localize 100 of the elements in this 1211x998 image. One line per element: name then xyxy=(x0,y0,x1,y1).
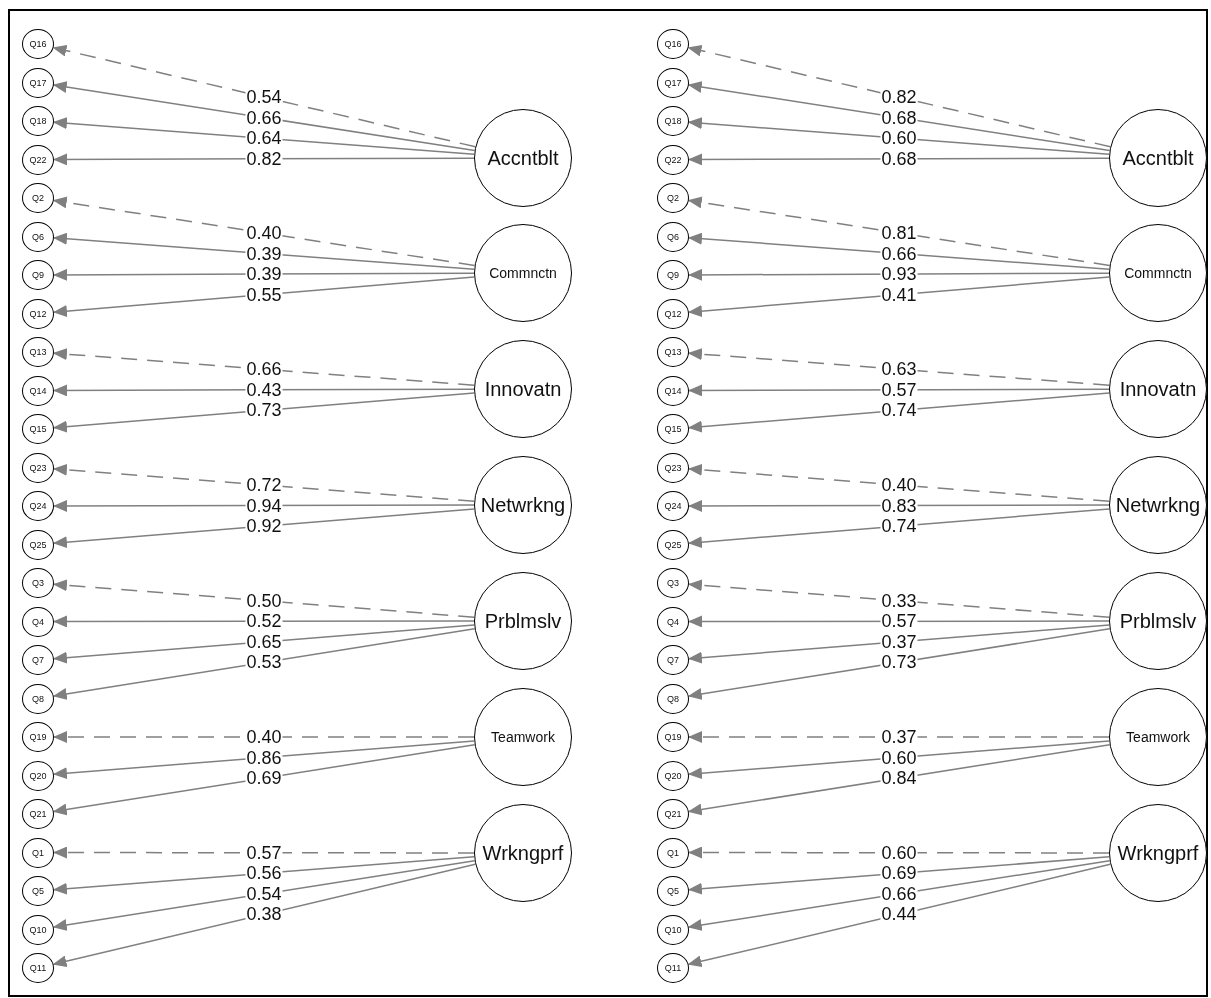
arrow xyxy=(52,392,475,433)
item-circle xyxy=(657,914,689,945)
arrow xyxy=(53,499,475,512)
edge-label: 0.94 xyxy=(245,497,283,515)
edge-label: 0.60 xyxy=(880,844,918,862)
arrow xyxy=(688,153,1110,166)
dashed-arrow xyxy=(687,579,1110,618)
dashed-arrow xyxy=(52,44,477,148)
edge-label: 0.40 xyxy=(245,224,283,242)
dashed-arrow xyxy=(52,348,475,386)
dashed-arrow xyxy=(687,463,1110,502)
item-circle xyxy=(657,144,689,175)
arrow xyxy=(687,392,1110,433)
arrow xyxy=(53,615,475,628)
arrow xyxy=(52,508,475,549)
item-circle xyxy=(657,529,689,560)
item-circle xyxy=(22,337,54,367)
item-circle xyxy=(657,876,689,906)
edge-label: 0.74 xyxy=(880,517,918,535)
item-label: Q18 xyxy=(29,116,47,126)
item-circle xyxy=(22,645,54,675)
arrow xyxy=(687,232,1110,271)
arrow xyxy=(688,615,1110,628)
edge-label: 0.69 xyxy=(880,864,918,882)
dashed-arrow xyxy=(687,196,1111,267)
item-label: Q14 xyxy=(29,385,47,396)
item-circle xyxy=(22,260,54,290)
item-circle xyxy=(657,106,689,136)
arrow xyxy=(52,624,475,664)
item-label: Q24 xyxy=(29,501,47,511)
item-label: Q17 xyxy=(664,77,682,88)
item-label: Q10 xyxy=(29,924,47,935)
dashed-arrow xyxy=(687,44,1112,148)
item-circle xyxy=(657,67,689,98)
item-label: Q16 xyxy=(29,39,47,49)
item-label: Q7 xyxy=(32,655,44,665)
edge-label: 0.54 xyxy=(245,885,283,903)
item-circle xyxy=(22,375,54,406)
edge-label: 0.37 xyxy=(880,633,918,651)
edge-label: 0.55 xyxy=(245,286,283,304)
arrow xyxy=(53,384,475,397)
item-label: Q18 xyxy=(664,116,682,126)
item-label: Q8 xyxy=(32,693,44,704)
item-circle xyxy=(22,606,54,637)
factor-label: Teamwork xyxy=(1126,729,1190,745)
item-label: Q25 xyxy=(664,539,682,550)
item-circle xyxy=(22,683,54,714)
item-circle xyxy=(657,452,689,483)
item-circle xyxy=(657,298,689,329)
arrow xyxy=(687,859,1111,931)
edge-label: 0.66 xyxy=(880,885,918,903)
item-circle xyxy=(657,568,689,598)
arrow xyxy=(687,117,1110,155)
edge-label: 0.43 xyxy=(245,381,283,399)
edge-label: 0.56 xyxy=(245,864,283,882)
item-circle xyxy=(22,221,54,252)
item-circle xyxy=(22,914,54,945)
arrow xyxy=(53,268,475,281)
arrow xyxy=(687,863,1112,968)
item-label: Q2 xyxy=(667,193,679,203)
factor-label: Teamwork xyxy=(491,729,555,745)
item-circle xyxy=(22,837,54,868)
dashed-arrow xyxy=(688,846,1110,859)
item-circle xyxy=(22,29,54,59)
edge-label: 0.37 xyxy=(880,728,918,746)
item-label: Q14 xyxy=(664,385,682,396)
dashed-arrow xyxy=(52,196,476,267)
item-circle xyxy=(657,29,689,59)
edge-label: 0.84 xyxy=(880,769,918,787)
factor-label: Commnctn xyxy=(1124,265,1192,281)
edge-label: 0.73 xyxy=(880,653,918,671)
item-circle xyxy=(22,298,54,329)
edge-label: 0.81 xyxy=(880,224,918,242)
arrow xyxy=(687,628,1111,700)
factor-label: Netwrkng xyxy=(480,493,566,517)
edge-label: 0.52 xyxy=(245,612,283,630)
item-label: Q22 xyxy=(29,154,47,165)
item-circle xyxy=(22,491,54,521)
item-circle xyxy=(657,375,689,406)
item-label: Q19 xyxy=(664,732,682,742)
item-label: Q5 xyxy=(667,886,679,896)
arrow xyxy=(687,276,1110,318)
factor-label: Accntblt xyxy=(1122,146,1194,170)
arrow xyxy=(688,384,1110,397)
item-circle xyxy=(22,144,54,175)
item-circle xyxy=(657,221,689,252)
factor-label: Prblmslv xyxy=(1119,609,1197,633)
edge-label: 0.83 xyxy=(880,497,918,515)
item-circle xyxy=(22,452,54,483)
item-circle xyxy=(22,953,54,983)
item-label: Q9 xyxy=(32,270,44,280)
item-circle xyxy=(657,606,689,637)
dashed-arrow xyxy=(53,731,475,743)
arrow xyxy=(52,232,475,271)
item-label: Q11 xyxy=(664,963,682,973)
factor-label: Innovatn xyxy=(1119,377,1197,401)
edge-label: 0.68 xyxy=(880,109,918,127)
item-label: Q19 xyxy=(29,732,47,742)
item-label: Q13 xyxy=(29,347,47,357)
item-circle xyxy=(22,568,54,598)
